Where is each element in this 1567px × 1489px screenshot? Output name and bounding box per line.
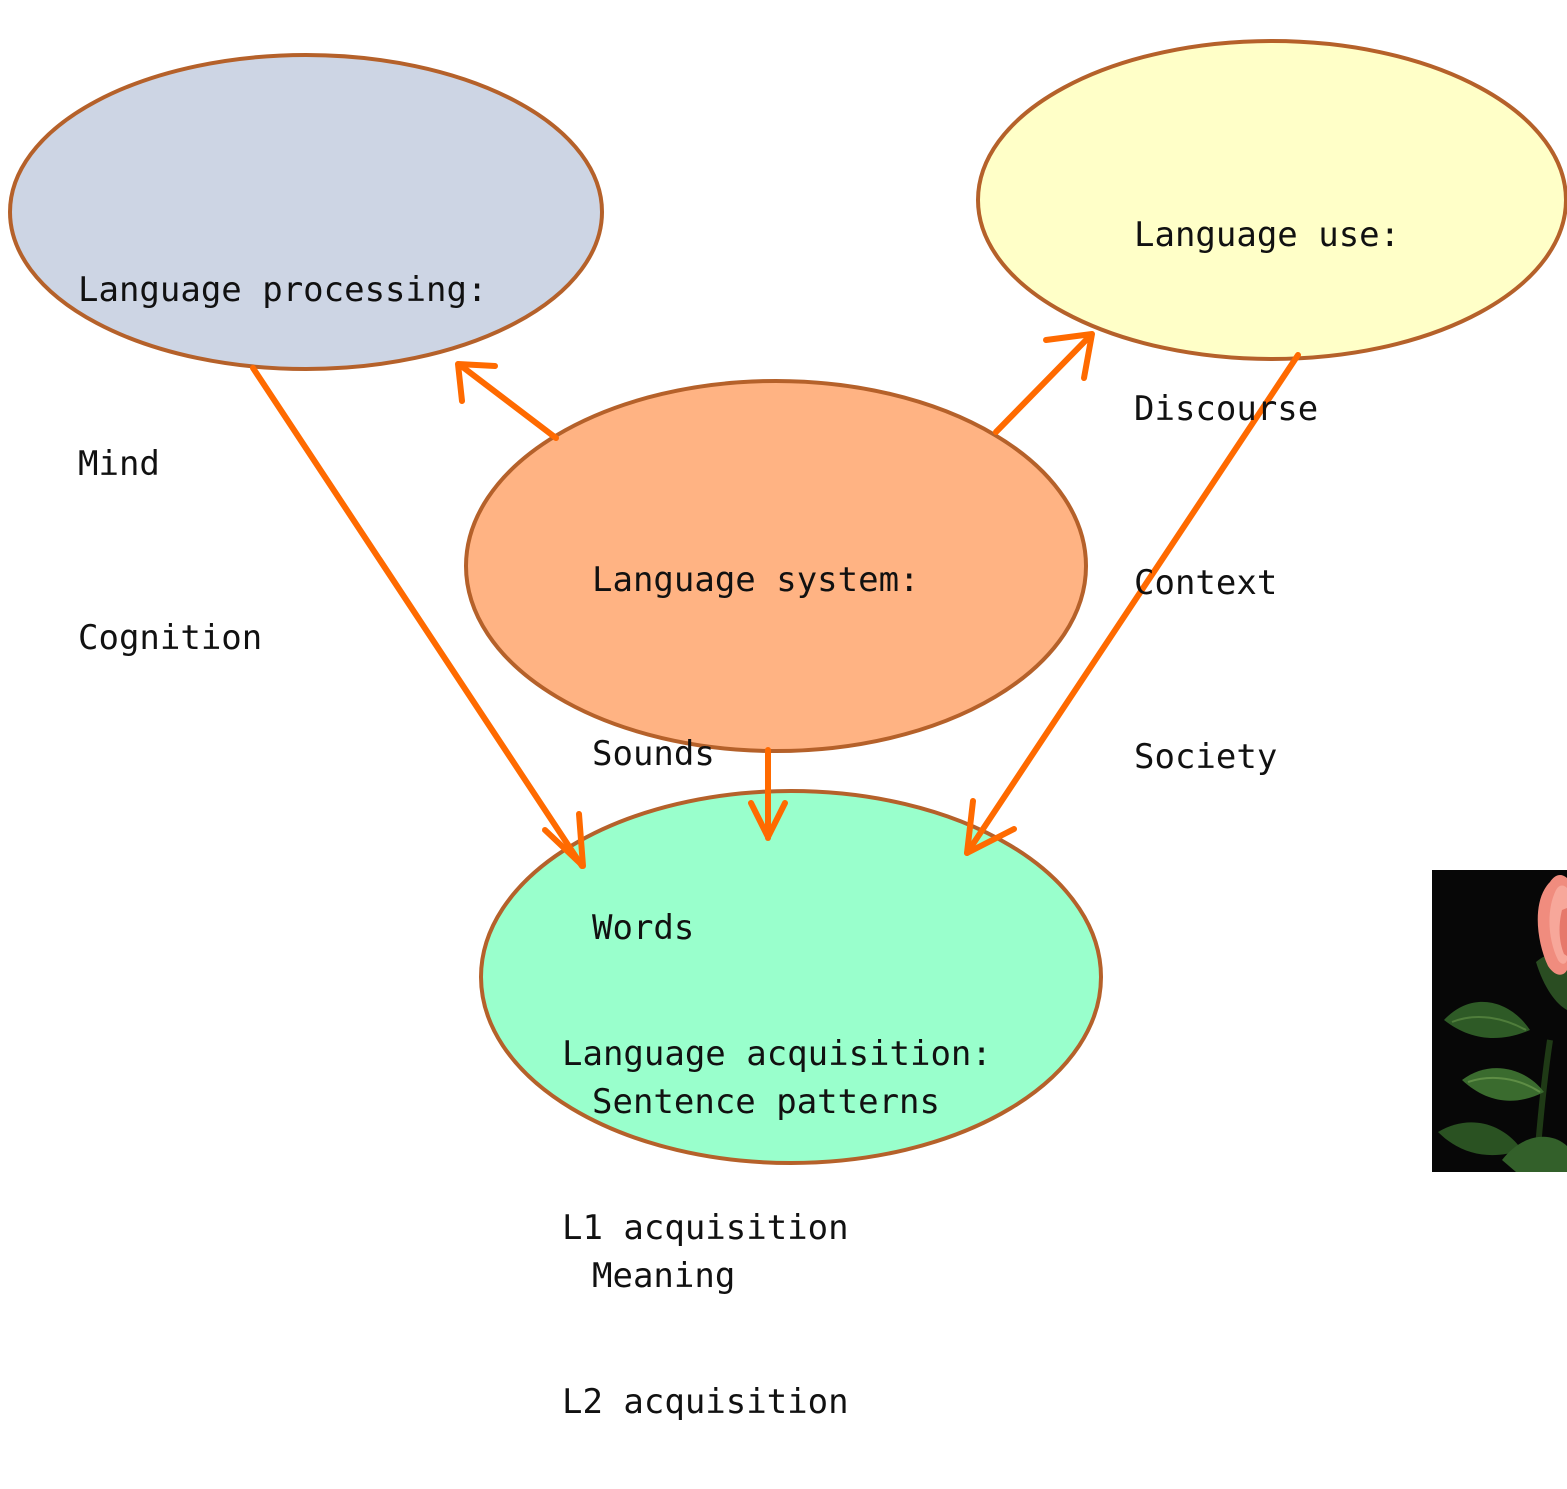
- node-processing-item: Mind: [78, 444, 160, 484]
- node-acquisition-label: Language acquisition: L1 acquisition L2 …: [562, 909, 992, 1489]
- edge-use-to-acquisition: [964, 352, 1301, 856]
- node-acquisition-item: L2 acquisition: [562, 1382, 849, 1422]
- edge-processing-to-acquisition: [250, 365, 586, 869]
- edge-system-to-acquisition: [748, 747, 788, 841]
- node-use-label: Language use: Discourse Context Society: [1134, 90, 1400, 844]
- node-use-title: Language use:: [1134, 215, 1401, 255]
- node-acquisition-item: L1 acquisition: [562, 1208, 849, 1248]
- rose-photo: [1432, 870, 1567, 1172]
- concept-diagram: [8, 39, 1567, 1165]
- node-use-item: Context: [1134, 563, 1278, 603]
- node-processing-ellipse: [8, 53, 604, 371]
- node-processing-item: Cognition: [78, 618, 263, 658]
- edge-system-to-use: [993, 331, 1095, 435]
- node-system-item: Sounds: [592, 734, 715, 774]
- node-use-item: Discourse: [1134, 389, 1319, 429]
- node-acquisition-ellipse: [479, 789, 1103, 1165]
- node-system-ellipse: [464, 379, 1088, 753]
- node-use-item: Society: [1134, 737, 1278, 777]
- node-system-title: Language system:: [592, 560, 920, 600]
- node-processing-label: Language processing: Mind Cognition: [78, 145, 487, 725]
- node-system-item: Words: [592, 908, 695, 948]
- node-acquisition-title: Language acquisition:: [562, 1034, 992, 1074]
- edge-system-to-processing: [455, 361, 559, 441]
- node-processing-title: Language processing:: [78, 270, 488, 310]
- node-use-ellipse: [976, 39, 1567, 361]
- node-system-item: Sentence patterns: [592, 1082, 940, 1122]
